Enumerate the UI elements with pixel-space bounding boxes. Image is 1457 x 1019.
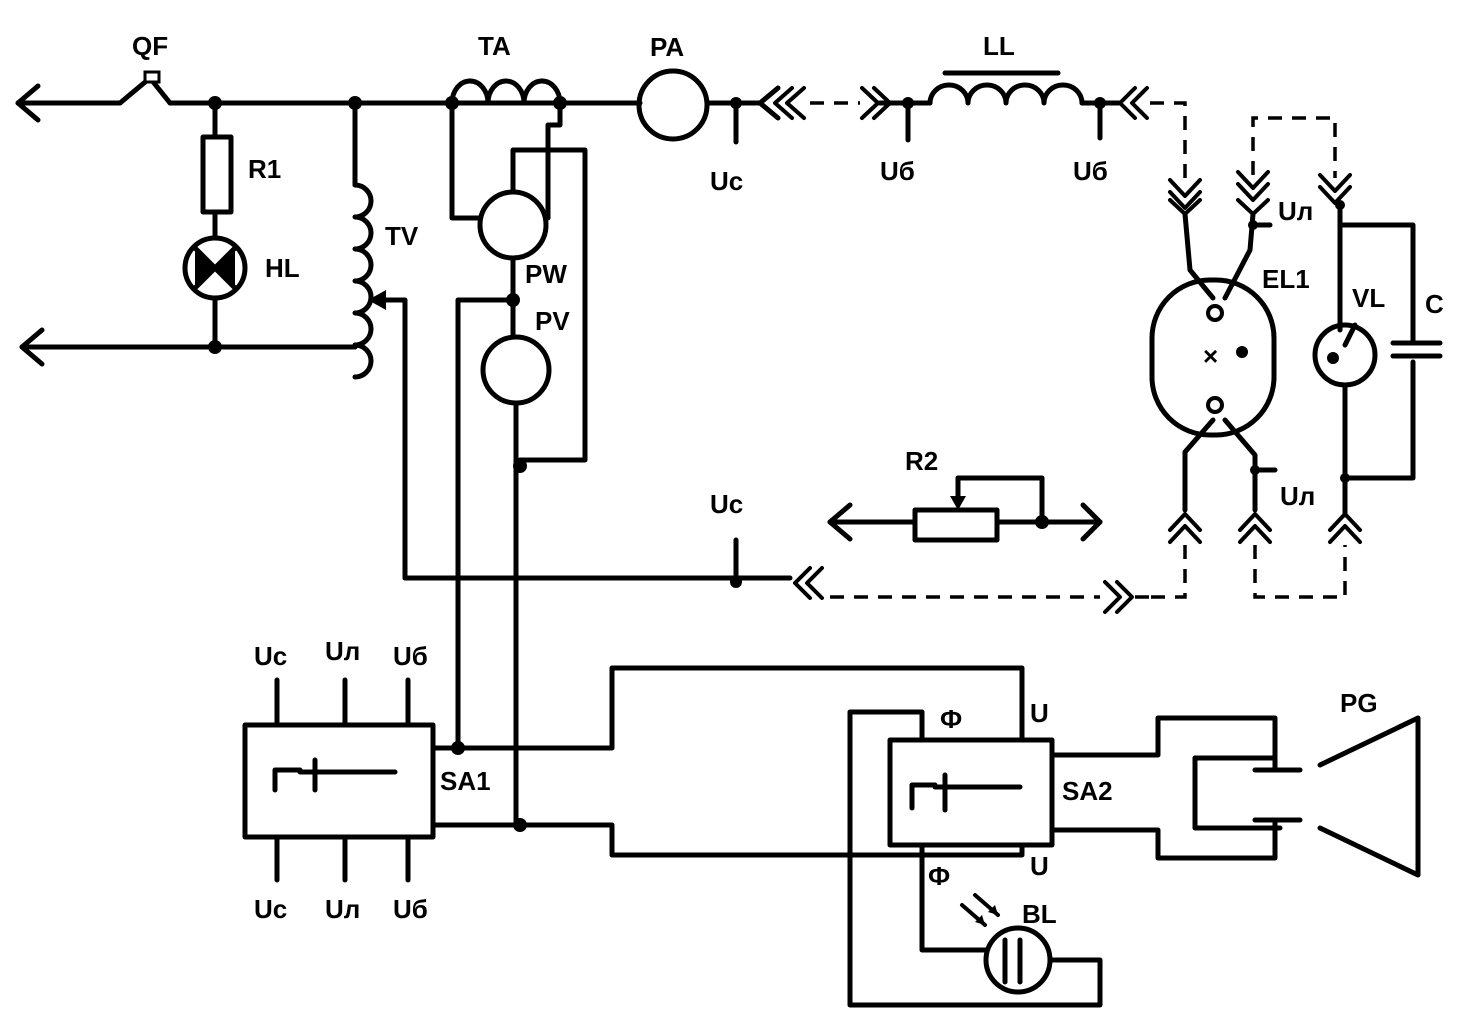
el1-x-mark: ×	[1203, 341, 1218, 371]
c-label: C	[1425, 289, 1444, 319]
sa1-ul-top: Uл	[325, 636, 360, 666]
uc-label-middle: Uc	[710, 489, 743, 519]
pw-wattmeter: PW	[477, 147, 588, 463]
r2-label: R2	[905, 446, 938, 476]
sa2-switch: Ф U Ф U SA2	[847, 698, 1113, 1008]
pg-oscilloscope: PG	[1049, 688, 1421, 878]
r1-resistor: R1	[200, 100, 281, 241]
ub-terminal-right: Uб	[1073, 100, 1108, 186]
sa1-switch: Uc Uл Uб Uc Uл Uб SA1	[242, 636, 491, 924]
sa2-label: SA2	[1062, 776, 1113, 806]
ll-label: LL	[983, 31, 1015, 61]
sa1-ul-bottom: Uл	[325, 894, 360, 924]
ub-label-left: Uб	[880, 156, 915, 186]
pv-voltmeter: PV	[455, 297, 570, 828]
sa2-phi-top: Ф	[940, 704, 962, 734]
supply-bottom-wire	[19, 327, 358, 367]
ul-label-bottom: Uл	[1280, 481, 1315, 511]
sa1-label: SA1	[440, 766, 491, 796]
plug-connector-top-right	[1118, 86, 1202, 210]
qf-breaker: QF	[117, 31, 173, 106]
sa2-u-top: U	[1030, 698, 1049, 728]
bl-label: BL	[1022, 899, 1057, 929]
pv-label: PV	[535, 306, 570, 336]
r1-label: R1	[248, 154, 281, 184]
sa1-uc-bottom: Uc	[254, 894, 287, 924]
hl-label: HL	[265, 253, 300, 283]
sa1-ub-top: Uб	[393, 641, 428, 671]
sa1-ub-bottom: Uб	[393, 894, 428, 924]
pa-label: PA	[650, 32, 684, 62]
uc-terminal-top: Uc	[710, 100, 743, 196]
el1-lamp: Uл × Uл EL1	[1149, 196, 1315, 513]
sa2-phi-bottom: Ф	[928, 861, 950, 891]
uc-label-top: Uc	[710, 166, 743, 196]
qf-label: QF	[132, 31, 168, 61]
junction-dots	[208, 96, 1106, 354]
ta-label: TA	[478, 31, 511, 61]
uc-line-middle: Uc	[402, 489, 1150, 614]
pa-ammeter: PA	[636, 32, 710, 142]
sa2-u-bottom: U	[1030, 851, 1049, 881]
ul-label-top: Uл	[1278, 196, 1313, 226]
bl-photocell: BL	[960, 893, 1057, 995]
ta-current-transformer: TA	[449, 31, 563, 221]
el1-label: EL1	[1262, 264, 1310, 294]
r2-rheostat: R2	[827, 446, 1103, 543]
vl-label: VL	[1352, 283, 1385, 313]
hl-indicator-lamp: HL	[182, 235, 300, 350]
ll-ballast-choke: LL	[877, 31, 1123, 106]
tv-autotransformer: TV	[352, 100, 419, 581]
pg-label: PG	[1340, 688, 1378, 718]
tv-label: TV	[385, 221, 419, 251]
plug-connectors-lower	[1150, 512, 1347, 599]
vl-bottom-connector	[1328, 475, 1362, 544]
pw-label: PW	[525, 259, 567, 289]
vl-glow-starter: VL	[1312, 200, 1416, 483]
sa1-uc-top: Uc	[254, 641, 287, 671]
dashed-link-upper-right	[1236, 116, 1352, 205]
plug-connector-top-left	[773, 86, 892, 120]
c-capacitor: C	[1390, 289, 1444, 359]
ub-label-right: Uб	[1073, 156, 1108, 186]
sa1-sa2-wiring	[430, 293, 1025, 858]
ub-terminal-left: Uб	[880, 100, 915, 186]
